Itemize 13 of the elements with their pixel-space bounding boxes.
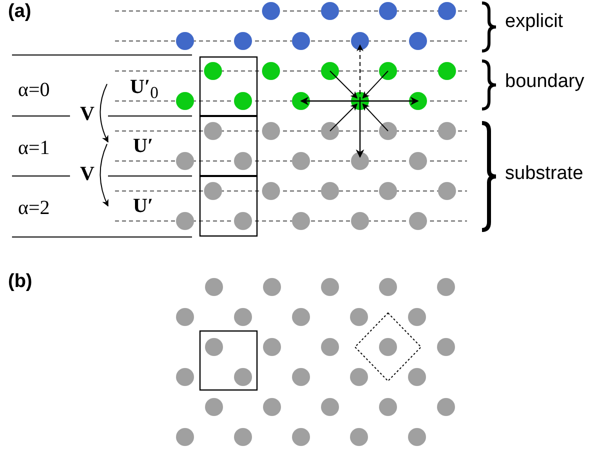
region-label: substrate	[505, 164, 584, 183]
panel-label: (b)	[8, 272, 32, 291]
layer-label: α=1	[18, 138, 50, 158]
layer-label: α=2	[18, 198, 50, 218]
coupling-label: V	[80, 164, 94, 184]
matrix-label: U′	[133, 136, 154, 156]
region-label: explicit	[505, 12, 564, 31]
region-label: boundary	[505, 72, 584, 91]
layer-label: α=0	[18, 80, 50, 100]
coupling-label: V	[80, 104, 94, 124]
matrix-label: U′	[133, 196, 154, 216]
matrix-label: U′$_{0}$	[130, 77, 158, 102]
panel-label: (a)	[8, 2, 32, 21]
